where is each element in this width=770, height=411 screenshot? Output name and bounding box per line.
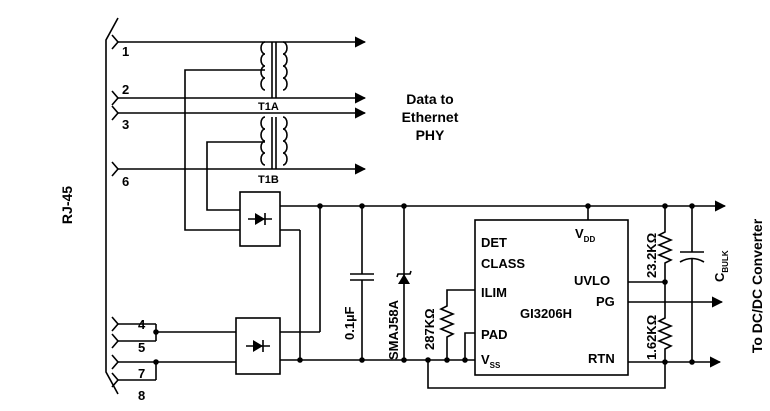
- rj45-bracket: [105, 17, 119, 395]
- pin-uvlo: UVLO: [574, 273, 610, 288]
- pin-2-label: 2: [122, 82, 129, 97]
- bridge-rectifier-lower: [235, 317, 281, 375]
- bridge-rectifier-upper: [239, 191, 281, 247]
- tvs-label: SMAJ58A: [386, 299, 401, 360]
- pin-chevrons: [111, 34, 120, 388]
- pin-5-label: 5: [138, 340, 145, 355]
- pin-vss: VSS: [481, 352, 501, 370]
- pin-8-label: 8: [138, 388, 145, 403]
- resistor-287k: [438, 289, 475, 360]
- r287k-label: 287KΩ: [422, 308, 437, 350]
- ic-name: GI3206H: [520, 306, 572, 321]
- pin-class: CLASS: [481, 256, 525, 271]
- center-tap-t1b: [206, 141, 265, 211]
- pin-ilim: ILIM: [481, 285, 507, 300]
- pin-vdd: VDD: [575, 226, 595, 244]
- capacitor-cbulk: [679, 206, 705, 362]
- ic-gi3206h: [474, 219, 629, 376]
- cbulk-label: CBULK: [712, 250, 730, 282]
- uvlo-divider: [628, 206, 674, 362]
- pin-3-label: 3: [122, 117, 129, 132]
- bridge-interconnect: [280, 206, 321, 360]
- t1a-label: T1A: [258, 101, 279, 113]
- t1b-label: T1B: [258, 174, 279, 186]
- r1k62-label: 1.62KΩ: [644, 315, 659, 360]
- pin-det: DET: [481, 235, 507, 250]
- pin-7-label: 7: [138, 366, 145, 381]
- capacitor-0-1uf: [350, 206, 374, 360]
- transformer-t1b: [260, 116, 288, 169]
- phy-label-line2: Ethernet: [402, 109, 459, 125]
- transformer-t1a: [260, 41, 288, 98]
- pin-pg: PG: [596, 294, 615, 309]
- center-tap-t1a: [184, 69, 265, 231]
- pin-pad: PAD: [481, 327, 507, 342]
- phy-label-line1: Data to: [406, 91, 453, 107]
- r23k-label: 23.2KΩ: [644, 233, 659, 278]
- pair-wiring: [118, 323, 236, 381]
- capacitor-label: 0.1µF: [342, 306, 357, 340]
- diode-symbol-upper: [248, 213, 272, 225]
- return-loop: [427, 360, 666, 389]
- diode-symbol-lower: [246, 340, 270, 352]
- rj45-label: RJ-45: [59, 186, 75, 224]
- output-label: To DC/DC Converter: [749, 218, 765, 353]
- pin-6-label: 6: [122, 174, 129, 189]
- pin-1-label: 1: [122, 44, 129, 59]
- tvs-diode-smaj58a: [396, 206, 412, 360]
- pin-rtn: RTN: [588, 351, 615, 366]
- phy-label-line3: PHY: [416, 127, 445, 143]
